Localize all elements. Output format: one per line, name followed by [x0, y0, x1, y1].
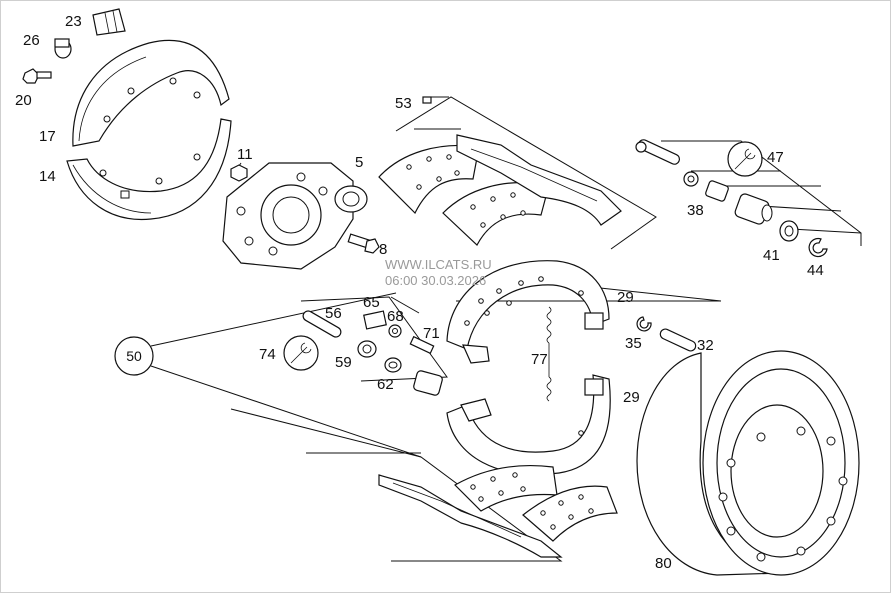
- part-label-20[interactable]: 20: [15, 92, 32, 109]
- clip-53: [422, 96, 432, 104]
- bolt-8: [347, 233, 380, 254]
- part-label-38[interactable]: 38: [687, 202, 704, 219]
- ring-small: [683, 171, 699, 187]
- part-label-56[interactable]: 56: [325, 305, 342, 322]
- part-label-77[interactable]: 77: [531, 351, 548, 368]
- pin-upper-right: [635, 139, 681, 165]
- pin-56: [302, 310, 342, 338]
- part-label-29b[interactable]: 29: [623, 389, 640, 406]
- brake-drum-80: [636, 350, 860, 576]
- part-label-14[interactable]: 14: [39, 168, 56, 185]
- wrench-icon-47: [727, 141, 763, 177]
- shoe-plate-upper: [456, 134, 622, 226]
- lining-lower-a: [454, 465, 558, 512]
- part-label-8[interactable]: 8: [379, 241, 387, 258]
- watermark-timestamp: 06:00 30.03.2026: [385, 273, 486, 288]
- part-label-59[interactable]: 59: [335, 354, 352, 371]
- bushing-unlabeled: [413, 370, 443, 396]
- part-label-62[interactable]: 62: [377, 376, 394, 393]
- part-label-74[interactable]: 74: [259, 346, 276, 363]
- part-label-53[interactable]: 53: [395, 95, 412, 112]
- part-label-11[interactable]: 11: [237, 146, 253, 163]
- bolt-71: [409, 335, 435, 355]
- brake-shoe-upper: [446, 260, 610, 364]
- part-label-29a[interactable]: 29: [617, 289, 634, 306]
- callout-50[interactable]: 50: [114, 336, 154, 376]
- part-label-26[interactable]: 26: [23, 32, 40, 49]
- part-label-47[interactable]: 47: [767, 149, 784, 166]
- bushing-38: [705, 180, 729, 202]
- callout-50-label: 50: [126, 348, 142, 364]
- clip-65: [363, 310, 387, 330]
- part-label-44[interactable]: 44: [807, 262, 824, 279]
- snap-ring-44: [808, 237, 828, 258]
- part-label-5[interactable]: 5: [355, 154, 363, 171]
- washer-59: [357, 340, 377, 358]
- bolt-20: [22, 68, 52, 84]
- snap-ring-35: [636, 316, 652, 332]
- part-label-65[interactable]: 65: [363, 294, 380, 311]
- part-labels: 23 26 20 17 14 11 5 8 53 47 38 41 44 29 35 32 56 65 68 71 74…: [15, 13, 824, 572]
- washer-68: [388, 324, 402, 338]
- part-label-32[interactable]: 32: [697, 337, 714, 354]
- part-label-23[interactable]: 23: [65, 13, 82, 30]
- part-label-17[interactable]: 17: [39, 128, 56, 145]
- part-label-68[interactable]: 68: [387, 308, 404, 325]
- pin-32: [659, 328, 697, 352]
- nut-11: [230, 164, 248, 182]
- brake-shoe-lower: [446, 374, 611, 476]
- shoe-plate-lower: [378, 474, 563, 558]
- wrench-icon-74: [283, 335, 319, 371]
- ring-62: [384, 357, 402, 373]
- plug-26: [54, 38, 72, 59]
- part-label-35[interactable]: 35: [625, 335, 642, 352]
- backing-plate-lower: [66, 118, 232, 221]
- part-label-41[interactable]: 41: [763, 247, 780, 264]
- roller-bearing: [734, 193, 773, 225]
- watermark-site: WWW.ILCATS.RU: [385, 257, 492, 272]
- part-label-80[interactable]: 80: [655, 555, 672, 572]
- washer-41: [779, 220, 799, 242]
- return-spring-77: [546, 306, 552, 402]
- backing-plate-upper: [72, 39, 230, 147]
- lining-upper-b: [442, 181, 550, 246]
- part-label-71[interactable]: 71: [423, 325, 440, 342]
- lining-lower-b: [522, 485, 618, 542]
- anchor-bracket-5: [222, 162, 368, 270]
- clip-23: [92, 8, 126, 36]
